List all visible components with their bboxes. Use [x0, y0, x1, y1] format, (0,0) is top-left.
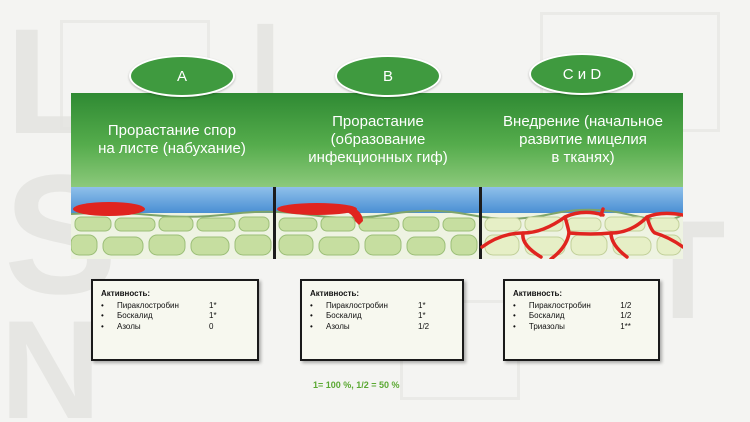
bullet-icon: •: [310, 300, 313, 310]
bullet-icon: •: [101, 311, 104, 321]
activity-row: • Азолы 0: [101, 321, 249, 332]
activity-row: • Триазолы 1**: [513, 321, 650, 332]
activity-row: • Пираклостробин 1*: [310, 300, 454, 311]
stage-badge-cd: C и D: [529, 53, 635, 95]
fungicide-name: Азолы: [326, 321, 350, 331]
activity-heading: Активность:: [310, 289, 360, 298]
stage-title-cd: Внедрение (начальное развитие мицелия в …: [503, 113, 663, 166]
fungicide-name: Боскалид: [326, 311, 362, 321]
activity-heading: Активность:: [513, 289, 563, 298]
activity-row: • Боскалид 1/2: [513, 311, 650, 322]
bullet-icon: •: [101, 321, 104, 331]
fungicide-activity: 0: [209, 321, 214, 331]
infection-hypha: [341, 207, 363, 225]
stage-badge-a: A: [129, 55, 235, 97]
bullet-icon: •: [513, 300, 516, 310]
spore-b: [277, 203, 357, 215]
fungicide-activity: 1/2: [620, 311, 632, 321]
fungicide-activity: 1*: [209, 300, 217, 310]
activity-box-b: Активность: • Пираклостробин 1* • Боскал…: [300, 279, 464, 361]
bullet-icon: •: [513, 311, 516, 321]
mycelium-network: [480, 207, 683, 259]
activity-row: • Азолы 1/2: [310, 321, 454, 332]
bullet-icon: •: [513, 321, 516, 331]
fungicide-name: Пираклостробин: [117, 300, 179, 310]
leaf-tissue-illustration: [71, 187, 683, 259]
stage-header-band: [71, 93, 683, 187]
activity-row: • Пираклостробин 1*: [101, 300, 249, 311]
fungicide-name: Азолы: [117, 321, 141, 331]
bullet-icon: •: [310, 311, 313, 321]
fungicide-activity: 1/2: [620, 300, 632, 310]
activity-box-cd: Активность: • Пираклостробин 1/2 • Боска…: [503, 279, 660, 361]
fungicide-activity: 1**: [620, 321, 631, 331]
fungicide-name: Пираклостробин: [326, 300, 388, 310]
bullet-icon: •: [310, 321, 313, 331]
fungicide-activity: 1*: [418, 300, 426, 310]
activity-heading: Активность:: [101, 289, 151, 298]
stage-badge-b: B: [335, 55, 441, 97]
stage-title-b: Прорастание (образование инфекционных ги…: [308, 113, 448, 166]
activity-row: • Боскалид 1*: [101, 311, 249, 322]
fungicide-activity: 1/2: [418, 321, 430, 331]
bullet-icon: •: [101, 300, 104, 310]
fungicide-name: Боскалид: [117, 311, 153, 321]
fungicide-activity: 1*: [209, 311, 217, 321]
fungicide-name: Пираклостробин: [528, 300, 591, 310]
background-watermark-letter: N: [0, 291, 102, 422]
activity-box-a: Активность: • Пираклостробин 1* • Боскал…: [91, 279, 259, 361]
activity-scale-footnote: 1= 100 %, 1/2 = 50 %: [313, 380, 400, 390]
activity-row: • Пираклостробин 1/2: [513, 300, 650, 311]
spore-a: [73, 202, 145, 216]
fungicide-name: Триазолы: [528, 321, 565, 331]
stage-title-a: Прорастание спор на листе (набухание): [98, 122, 246, 157]
fungicide-activity: 1*: [418, 311, 426, 321]
activity-row: • Боскалид 1*: [310, 311, 454, 322]
fungicide-name: Боскалид: [528, 311, 565, 321]
